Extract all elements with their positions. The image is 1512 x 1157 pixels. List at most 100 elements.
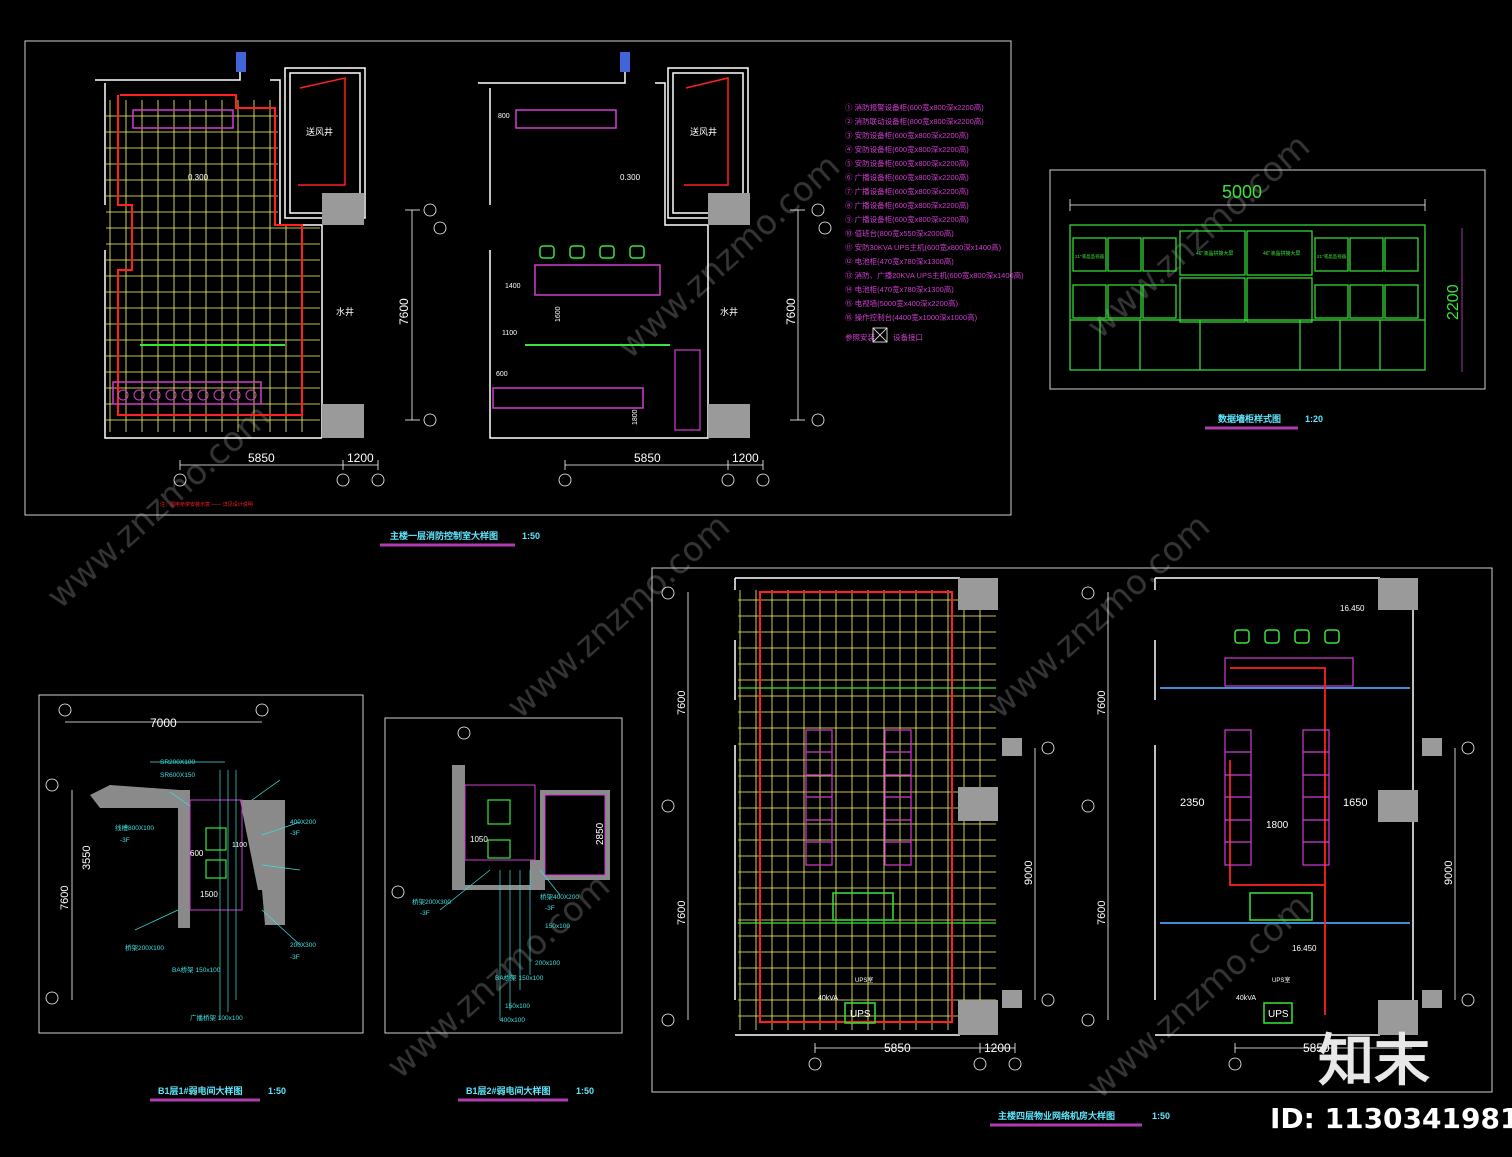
legend-item: ① 消防报警设备柜(600宽x800深x2200高) [845,102,984,112]
room-label: 送风井 [690,126,717,137]
column [322,193,364,225]
legend-item: ④ 安防设备柜(600宽x800深x2200高) [845,144,969,154]
legend-item: ⑤ 安防设备柜(600宽x800深x2200高) [845,158,969,168]
dim-label: 5850 [248,451,275,465]
drawing-scale: 1:50 [522,531,540,541]
dimension-lines [687,592,1036,1053]
red-conduit [684,77,729,186]
door-jamb [236,52,246,72]
tv-wall-frame [1069,224,1426,371]
dim-label: 600 [190,849,204,858]
cabinet [487,799,511,825]
axis-bubble [457,726,471,740]
ups-box [844,1002,876,1024]
server-racks [805,729,912,866]
axis-bubbles [45,703,269,1005]
dim-label: 1100 [502,330,517,337]
cabinet-row [132,109,234,129]
dim-label: 800 [498,113,510,120]
floor-grid [738,590,996,1030]
screen-label: 46"液晶拼接大屏 [1196,250,1233,257]
cabinet-row [112,381,262,405]
panel-top-frame [24,40,1012,516]
tray-label: -3F [545,905,555,912]
screen-label: 46"液晶拼接大屏 [1263,250,1300,257]
walls [1154,577,1414,1036]
red-conduit [759,591,953,1023]
panel-server-frame [651,567,1493,1093]
tray-label: 150x100 [505,1003,530,1010]
column [1422,738,1442,756]
dim-label: 7600 [676,691,688,715]
tray-label: 桥架400X200 [540,892,579,901]
red-conduit [298,77,346,186]
dim-label: 5850 [1303,1041,1330,1055]
tray-label: -3F [420,910,430,917]
chairs [539,245,645,259]
wall-slab [240,800,285,925]
watermark: www.znzmo.com www.znzmo.com www.znzmo.co… [39,126,1318,1107]
plan-server-room-left: UPS UPS室 40kVA 5850 1200 7600 7600 9000 [661,577,1055,1071]
drawing-title: B1层2#弱电间大样图 [466,1085,551,1096]
legend-item: ⑬ 消防、广播20KVA UPS主机(600宽x800深x1400高) [845,270,1024,280]
dim-label: 7000 [150,716,177,730]
tv-wall-elevation: 5000 2200 46"液晶拼接大屏 46"液晶拼接大屏 21"液晶监视器 2… [1049,169,1486,430]
column [322,404,364,438]
legend-item: ⑧ 广播设备柜(600宽x800深x2200高) [845,200,969,210]
legend-item: ⑯ 操作控制台(4400宽x1000深x1000高) [845,312,978,322]
walls [478,60,749,439]
plan-server-room-right: UPS UPS室 40kVA 16.450 16.450 2350 1650 1… [990,577,1475,1127]
cabinet-numbers [117,389,257,401]
console [534,264,661,296]
tray-label: 线槽800X100 [115,823,154,832]
column [958,787,998,821]
plan-fire-control-middle: 送风井 水井 0.300 1400 1600 1100 600 800 1800… [478,52,832,487]
tray-label: SR600X150 [160,772,195,779]
elevation-label: 16.450 [1292,944,1317,953]
tray-label: 广播桥架 100x100 [190,1013,243,1022]
ups-label: UPS [1268,1009,1289,1020]
console [1224,657,1354,687]
dim-label: 1800 [632,409,639,425]
title-block-top: 主楼一层消防控制室大样图 1:50 [380,530,540,547]
wall-slab [90,785,180,808]
tray-label: -3F [120,837,130,844]
dimension-lines [1107,592,1456,1053]
riser-room [189,799,243,911]
watermark-text: www.znzmo.com [1079,126,1318,347]
legend-item: ⑮ 电视墙(5000宽x400深x2200高) [845,298,958,308]
dim-label: 1100 [232,842,247,849]
console [832,892,894,921]
brand-watermark: 知末 ID: 1130341981 [1270,1029,1512,1135]
column [1002,990,1022,1008]
kva-label: 40kVA [1236,995,1256,1002]
legend-item: ⑩ 值班台(800宽x550深x2000高) [845,228,954,238]
legend-item: ③ 安防设备柜(600宽x800深x2200高) [845,130,969,140]
legend-item: ⑨ 广播设备柜(600宽x800深x2200高) [845,214,969,224]
tray-label: -3F [290,830,300,837]
dim-label: 7600 [1096,901,1108,925]
dim-label: 1400 [505,283,521,290]
ups-room-label: UPS室 [1272,976,1290,984]
dim-label: 7600 [397,298,411,325]
walls [734,577,960,1036]
dim-label: 2850 [595,822,606,845]
elevation-label: 16.450 [1340,604,1365,613]
column [958,1000,998,1035]
server-racks [1224,729,1330,866]
id-label: ID: 1130341981 [1270,1102,1512,1135]
drawing-title: 主楼四层物业网络机房大样图 [998,1110,1115,1121]
room-label: 送风井 [306,126,333,137]
console [1249,892,1313,921]
dim-label: 5850 [634,451,661,465]
leader-lines [134,761,301,1020]
tray-label: 200X300 [290,942,316,949]
legend-item: ⑦ 广播设备柜(600宽x800深x2200高) [845,186,969,196]
column [708,404,750,438]
dim-label: 5000 [1222,182,1262,202]
dim-label: 1200 [732,451,759,465]
tray-label: 150x100 [545,923,570,930]
dim-label: 1200 [984,1041,1011,1055]
note-text: 注：弱电桥架安装示意 —— 详见设计说明 [160,501,253,508]
legend-item: ⑫ 电池柜(470宽x780深x1300高) [845,256,954,266]
